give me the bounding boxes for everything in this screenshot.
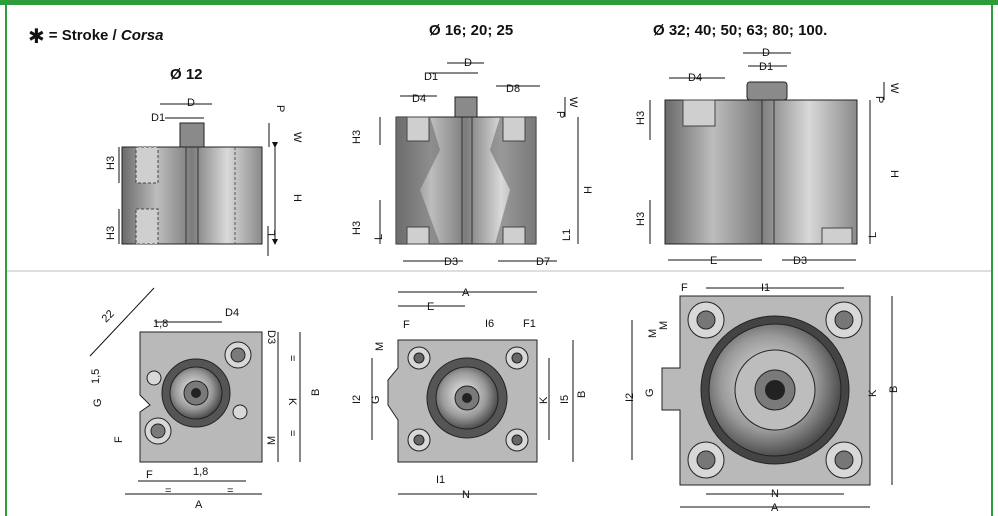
d16-label-D4: D4: [412, 93, 426, 105]
d32-label-H: H: [888, 170, 900, 178]
d12-front-label-eq-2: =: [286, 430, 298, 436]
d16-front-label-I1: I1: [436, 474, 445, 486]
top-accent-bar: [0, 0, 998, 5]
d16-label-D7: D7: [536, 256, 550, 268]
d16-label-D1: D1: [424, 71, 438, 83]
d12-label-H3-bottom: H3: [105, 226, 117, 240]
d12-front-label-B: B: [310, 389, 322, 396]
d32-label-D1: D1: [759, 61, 773, 73]
d12-front-label-1-5: 1,5: [90, 369, 102, 384]
d32-front-label-I1: I1: [761, 282, 770, 294]
d16-label-L: L: [373, 234, 385, 240]
d12-front-label-eq-1: =: [286, 355, 298, 361]
d12-front-label-eq-3: =: [165, 485, 171, 497]
d12-front-label-F-bottom: F: [146, 469, 153, 481]
stroke-legend: ✱= Stroke / Corsa: [28, 24, 163, 49]
d12-label-H3-top: H3: [105, 156, 117, 170]
d16-front-label-F: F: [403, 319, 410, 331]
d16-front-label-G: G: [370, 395, 382, 404]
d12-front-label-eq-4: =: [227, 485, 233, 497]
d32-label-D: D: [762, 47, 770, 59]
d12-front-view: [89, 287, 301, 495]
left-border: [5, 5, 7, 516]
d12-front-label-1-8-top: 1,8: [153, 318, 168, 330]
d12-label-P: P: [274, 105, 286, 112]
d32-label-H3-top: H3: [635, 111, 647, 125]
d16-label-L1: L1: [561, 229, 573, 241]
title-d32-100: Ø 32; 40; 50; 63; 80; 100.: [653, 22, 828, 39]
d12-front-label-A: A: [195, 499, 203, 511]
d16-front-label-I5: I5: [559, 395, 571, 404]
d12-front-label-1-8-bottom: 1,8: [193, 466, 208, 478]
title-d16-25: Ø 16; 20; 25: [429, 22, 514, 39]
d16-front-view: [371, 291, 574, 495]
d12-front-label-F-left: F: [113, 436, 125, 443]
d16-front-label-I2: I2: [351, 395, 363, 404]
d32-front-label-I2: I2: [624, 393, 636, 402]
d32-front-view: [631, 287, 893, 508]
d32-front-label-I: M: [658, 321, 670, 330]
d16-side-view: [379, 62, 579, 262]
d16-front-label-E: E: [427, 301, 434, 313]
d12-label-D: D: [187, 97, 195, 109]
d16-label-H3-bottom: H3: [351, 221, 363, 235]
d16-label-H: H: [581, 186, 593, 194]
d16-front-label-I6: I6: [485, 318, 494, 330]
d32-front-label-M: M: [647, 329, 659, 338]
d32-front-label-K: K: [867, 389, 879, 397]
d12-label-H: H: [291, 194, 303, 202]
d12-front-label-22: 22: [100, 308, 117, 325]
star-icon: ✱: [28, 26, 45, 48]
d16-front-label-F1: F1: [523, 318, 536, 330]
title-d12: Ø 12: [170, 66, 203, 83]
legend-label: = Stroke /: [48, 27, 121, 44]
d12-front-label-M: M: [266, 436, 278, 445]
d32-front-label-A: A: [771, 502, 779, 514]
d32-label-P: P: [873, 96, 885, 103]
d16-label-H3-top: H3: [351, 130, 363, 144]
d16-front-label-K: K: [538, 396, 550, 404]
d12-label-D1: D1: [151, 112, 165, 124]
legend-label-italic: Corsa: [120, 27, 164, 44]
d32-front-label-N: N: [771, 488, 779, 500]
d12-front-label-K: K: [286, 398, 298, 406]
d16-front-label-B: B: [576, 391, 588, 398]
d12-front-label-D3: D3: [265, 330, 277, 344]
d12-label-W: W: [291, 132, 303, 143]
d32-label-L: L: [867, 232, 879, 238]
d32-side-view: [649, 52, 885, 261]
d12-front-label-D4: D4: [225, 307, 239, 319]
d16-label-D: D: [464, 57, 472, 69]
d12-front-label-G: G: [92, 398, 104, 407]
d32-front-label-B: B: [888, 386, 900, 393]
d16-label-W: W: [567, 97, 579, 108]
d32-label-E: E: [710, 255, 717, 267]
d32-front-label-F: F: [681, 282, 688, 294]
d16-label-D8: D8: [506, 83, 520, 95]
d16-front-label-M: M: [374, 342, 386, 351]
d16-label-P: P: [554, 111, 566, 118]
d32-label-D3: D3: [793, 255, 807, 267]
d16-label-D3: D3: [444, 256, 458, 268]
d12-label-L: L: [266, 230, 278, 236]
d32-front-label-G: G: [644, 388, 656, 397]
d16-front-label-A: A: [462, 287, 470, 299]
d32-label-H3-bottom: H3: [635, 212, 647, 226]
d32-label-D4: D4: [688, 72, 702, 84]
d32-label-W: W: [888, 83, 900, 94]
d16-front-label-N: N: [462, 489, 470, 501]
d12-side-view: [118, 103, 278, 256]
right-border: [991, 5, 993, 516]
